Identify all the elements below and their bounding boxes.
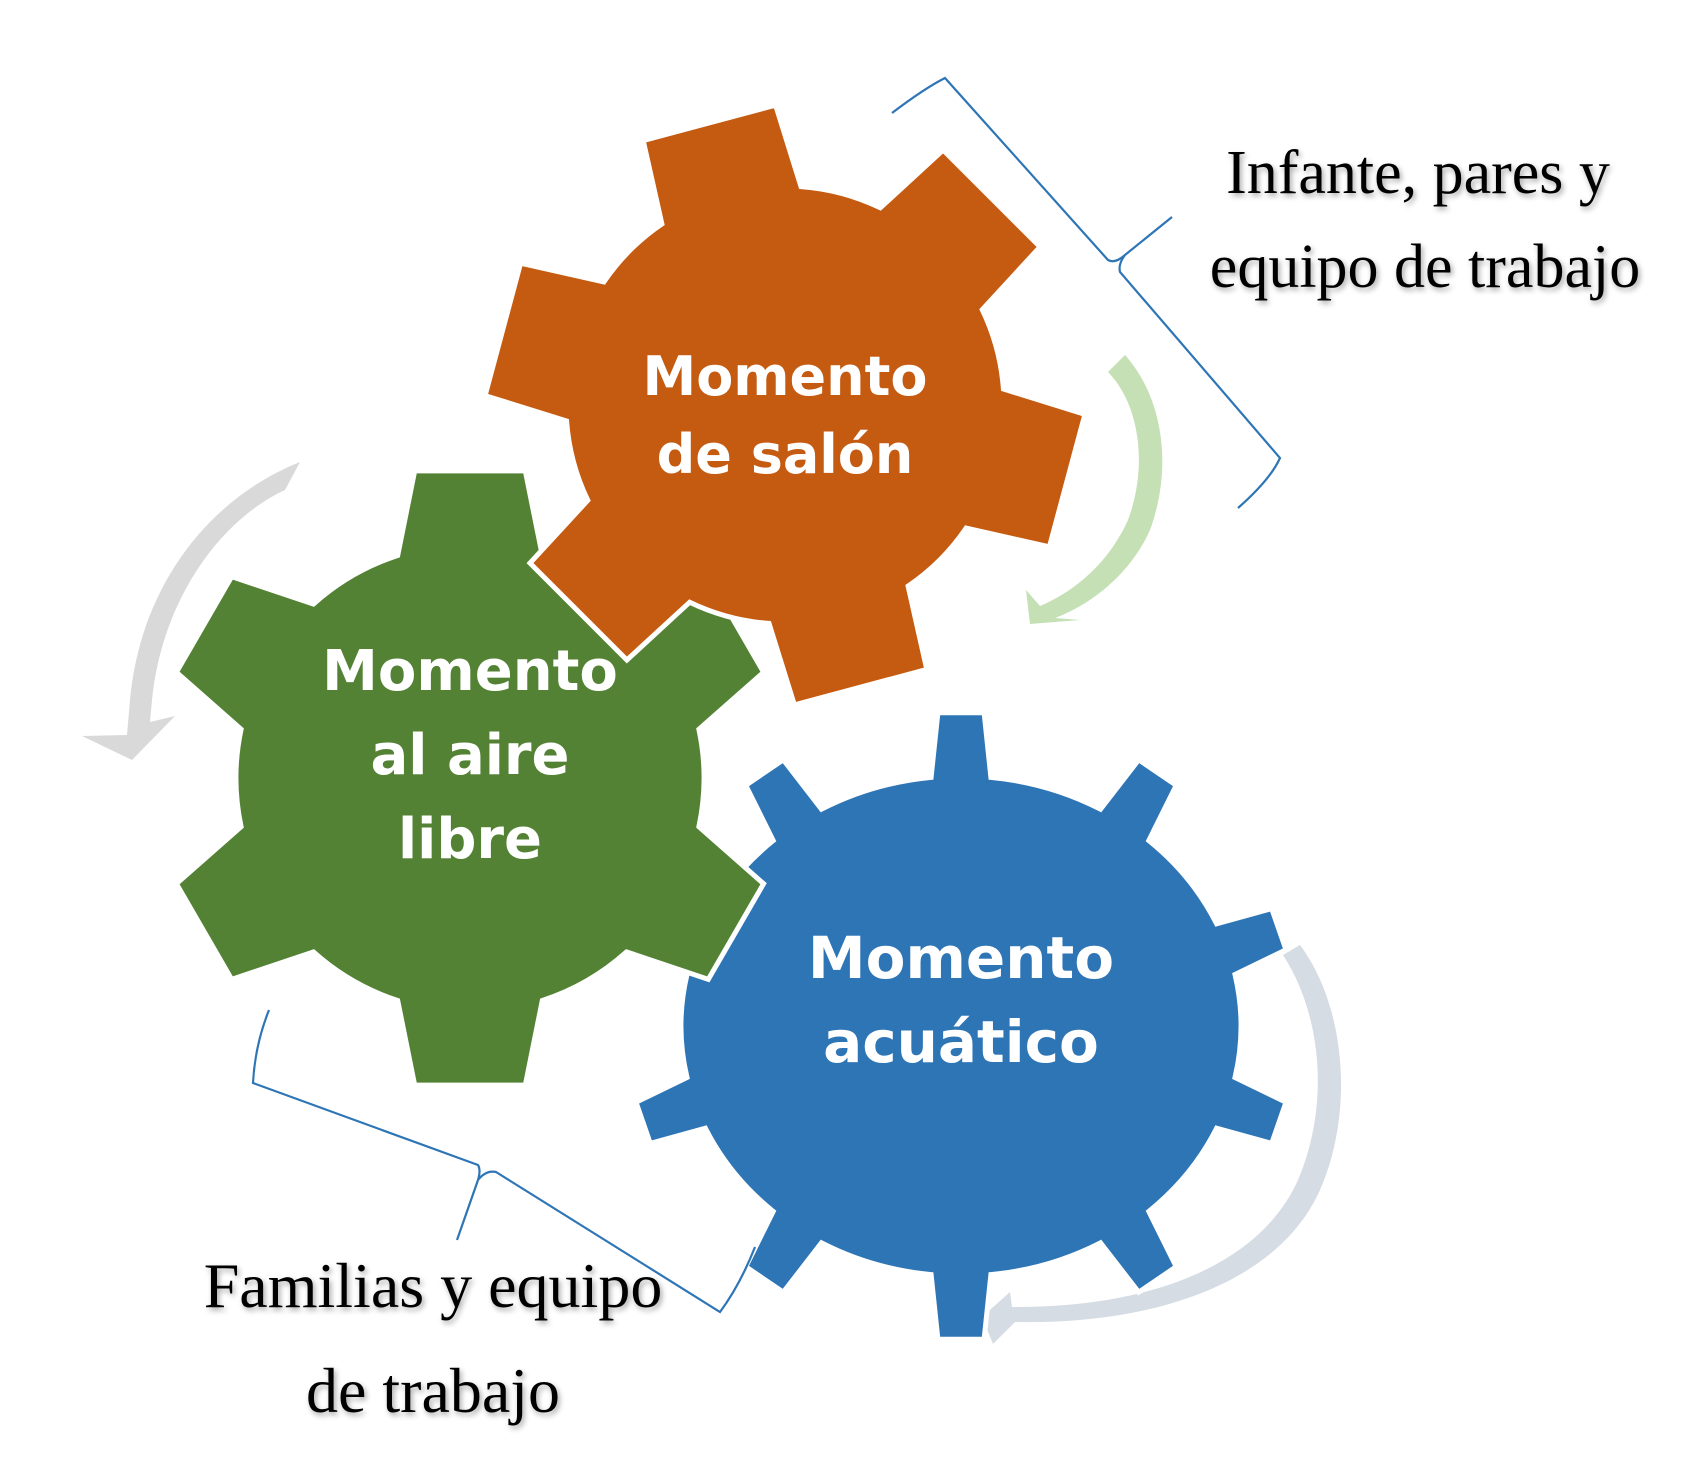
cycle-arrow-salon-to-acuatico [1026,355,1163,624]
gear-salon: Momento de salón [482,102,1088,708]
gear-acuatico-label-line-2: acuático [823,1008,1099,1076]
annotation-infante-line-2: equipo de trabajo [1210,233,1640,301]
gear-salon-label-line-1: Momento [642,345,927,408]
brace-familias [251,1009,757,1314]
gear-salon-shape [482,102,1088,708]
gear-acuatico: Momento acuático [632,710,1290,1342]
annotation-familias-line-1: Familias y equipo [204,1250,663,1321]
gear-salon-label-line-2: de salón [657,423,914,486]
cycle-arrow-acuatico-to-aire-libre [982,945,1342,1344]
annotation-infante-line-1: Infante, pares y [1226,139,1610,207]
gear-aire-libre-label-line-1: Momento [322,639,618,704]
gear-acuatico-label-line-1: Momento [808,924,1114,992]
brace-infante-pares [891,76,1282,509]
gear-aire-libre-label-line-3: libre [398,807,542,872]
cycle-arrow-aire-libre-to-salon [82,462,300,760]
gear-aire-libre-label-line-2: al aire [370,723,569,788]
annotation-familias-line-2: de trabajo [306,1355,560,1426]
